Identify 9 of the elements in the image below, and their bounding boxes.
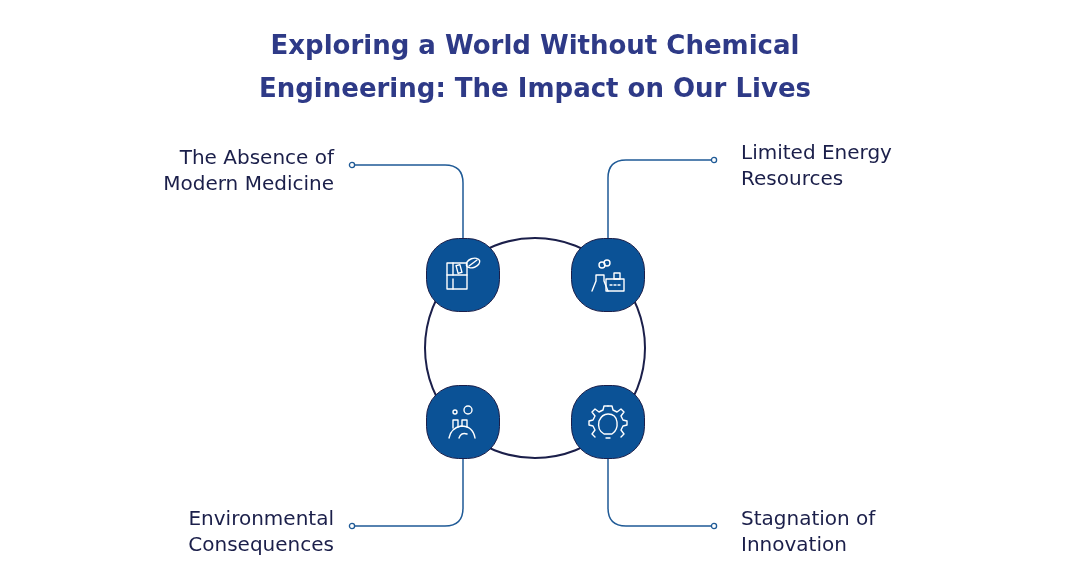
node-label: Stagnation of Innovation	[741, 505, 877, 557]
leader-line	[607, 156, 718, 239]
title: Exploring a World Without Chemical Engineering: The Impact on Our Lives	[257, 29, 813, 105]
node-label: The Absence of Modern Medicine	[162, 144, 334, 196]
leader-line	[607, 458, 718, 530]
leader-line	[348, 161, 464, 239]
leader-line	[348, 458, 464, 530]
node-label: Limited Energy Resources	[741, 139, 893, 191]
node-label: Environmental Consequences	[187, 505, 334, 557]
